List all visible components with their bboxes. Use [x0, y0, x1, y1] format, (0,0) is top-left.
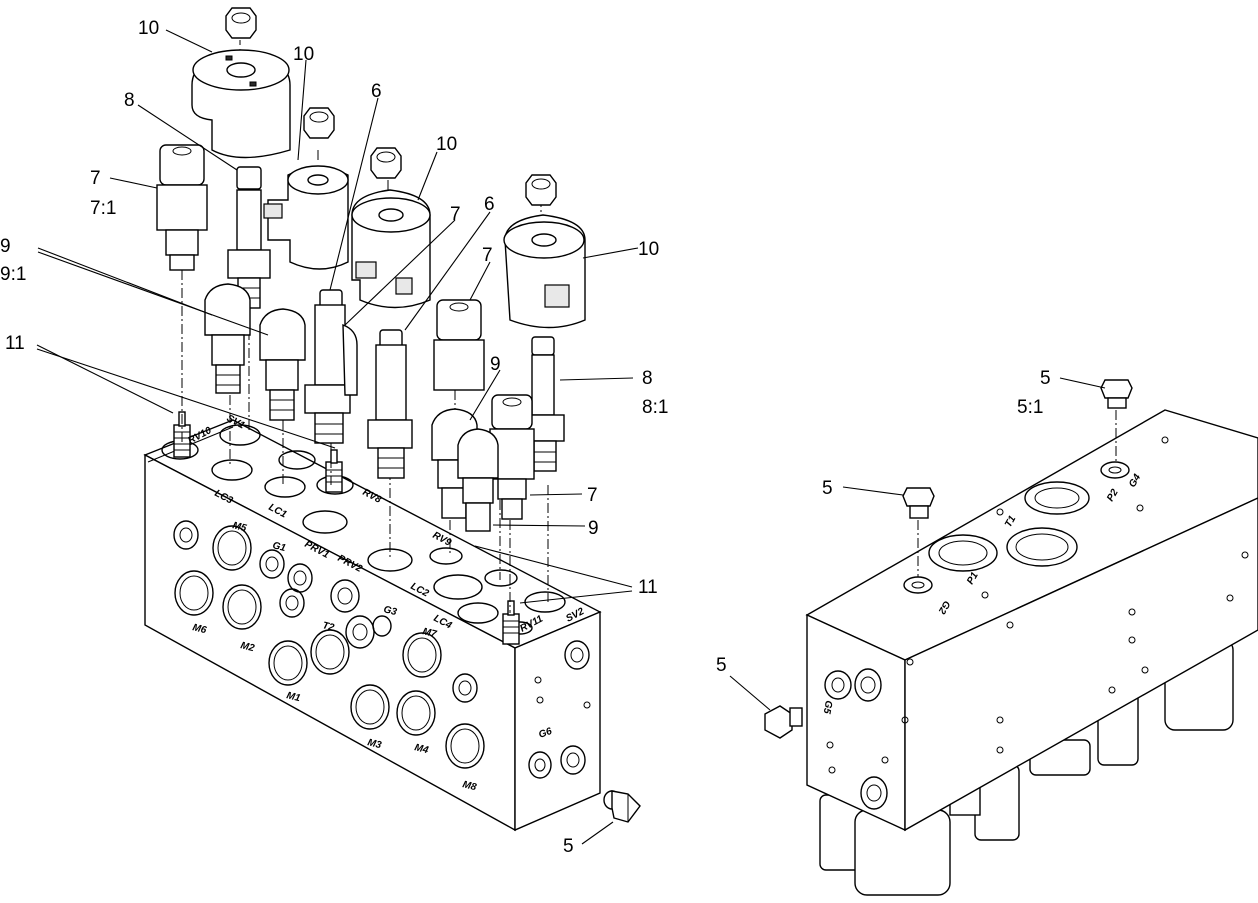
callout-7-1: 7:1 [90, 198, 116, 219]
port-label: P2 [1105, 487, 1121, 503]
callout-6: 6 [371, 81, 382, 102]
relief-valve-rv11 [502, 600, 520, 645]
callout-7: 7 [482, 245, 493, 266]
port-label: G3 [382, 604, 398, 618]
port-label: M8 [461, 779, 478, 793]
callout-5: 5 [563, 836, 574, 857]
plug-5-top [1100, 379, 1133, 409]
port-label: T2 [321, 620, 335, 634]
coil-nut-2 [303, 107, 335, 139]
port-label: G5 [821, 699, 834, 714]
callout-11: 11 [5, 333, 25, 354]
valve-6-right [367, 329, 413, 479]
cartridge-7-top-left [156, 144, 208, 271]
plug-5-side [764, 705, 803, 739]
cartridge-9-d [457, 428, 499, 532]
callout-labels: 10 10 10 10 8 8 8:1 7 7:1 7 7 7 6 6 9 9:… [0, 18, 1051, 857]
callout-9: 9 [0, 236, 11, 257]
top-face-ports [161, 424, 566, 635]
cartridge-9-a [204, 283, 251, 394]
end-face-ports [528, 640, 591, 779]
valve-6-left [304, 289, 358, 444]
port-label: M5 [231, 520, 248, 534]
callout-6: 6 [484, 194, 495, 215]
cartridge-7-mid [433, 299, 485, 391]
solenoid-coil-4 [503, 214, 586, 329]
callout-9: 9 [490, 354, 501, 375]
cartridge-7-right [489, 394, 535, 520]
callout-10: 10 [638, 239, 659, 260]
port-label: M3 [366, 737, 383, 751]
cartridge-9-b [259, 308, 306, 421]
callout-8: 8 [642, 368, 653, 389]
callout-10: 10 [436, 134, 457, 155]
plug-5-left [603, 790, 641, 823]
underside-components [819, 639, 1234, 896]
leader-lines [36, 29, 1106, 845]
callout-11: 11 [638, 577, 658, 598]
callout-8: 8 [124, 90, 135, 111]
callout-5-1: 5:1 [1017, 397, 1043, 418]
solenoid-coil-3 [351, 189, 431, 309]
left-manifold-block [143, 411, 641, 832]
port-label: T1 [1003, 514, 1019, 530]
port-label: M1 [285, 690, 302, 704]
port-label: M7 [421, 626, 438, 640]
callout-9: 9 [588, 518, 599, 539]
port-label: G6 [537, 726, 554, 741]
relief-valve-rv8 [325, 449, 343, 493]
plug-5-middle [902, 487, 935, 519]
callout-10: 10 [138, 18, 159, 39]
right-manifold-block [764, 379, 1258, 896]
coil-nut-4 [525, 174, 557, 206]
callout-8-1: 8:1 [642, 397, 668, 418]
solenoid-coil-1 [191, 49, 291, 159]
port-label: P1 [965, 570, 981, 586]
coil-nut-1 [225, 7, 257, 39]
front-face-ports [173, 520, 485, 769]
port-label: M4 [413, 742, 430, 756]
solenoid-coil-2 [263, 165, 349, 270]
callout-10: 10 [293, 44, 314, 65]
coil-nut-3 [370, 147, 402, 179]
callout-7: 7 [587, 485, 598, 506]
callout-7: 7 [450, 204, 461, 225]
callout-9-1: 9:1 [0, 264, 26, 285]
callout-5: 5 [716, 655, 727, 676]
port-label: G1 [271, 540, 287, 554]
port-label: M6 [191, 622, 208, 636]
callout-5: 5 [822, 478, 833, 499]
callout-5: 5 [1040, 368, 1051, 389]
port-label: M2 [239, 640, 256, 654]
callout-7: 7 [90, 168, 101, 189]
